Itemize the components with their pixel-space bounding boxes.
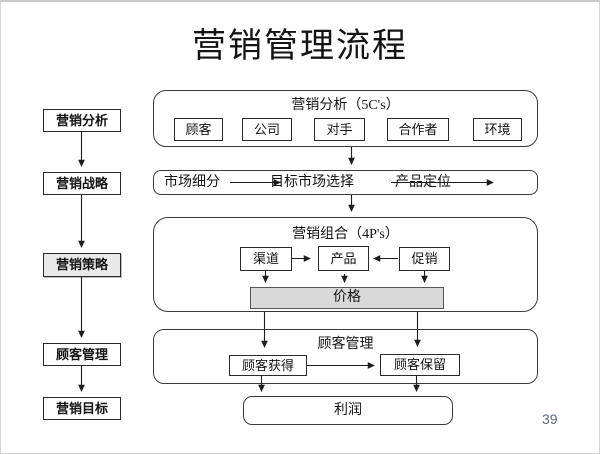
box-competitor: 对手	[314, 118, 365, 141]
box-customer-retention: 顾客保留	[380, 354, 460, 376]
flow-step-marketing-goals: 营销目标	[43, 397, 121, 420]
section-customer-management-title: 顾客管理	[317, 337, 374, 352]
box-promotion: 促销	[399, 247, 450, 271]
flow-step-marketing-tactics: 营销策略	[43, 253, 121, 277]
box-product: 产品	[318, 246, 369, 271]
section-marketing-analysis-title: 营销分析（5C's）	[291, 98, 400, 113]
flow-step-customer-management: 顾客管理	[43, 343, 121, 366]
box-place: 渠道	[240, 247, 292, 271]
section-customer-management: 顾客管理 顾客获得 顾客保留	[153, 329, 538, 384]
box-context: 环境	[473, 118, 522, 141]
price-bar: 价格	[250, 287, 444, 309]
label-market-segmentation: 市场细分	[164, 175, 220, 190]
box-collaborator: 合作者	[387, 118, 449, 141]
section-marketing-mix-title: 营销组合（4P's）	[292, 227, 399, 242]
profit-box: 利润	[243, 396, 453, 425]
box-customer: 顾客	[174, 118, 223, 141]
label-product-positioning: 产品定位	[395, 175, 451, 190]
box-customer-acquisition: 顾客获得	[229, 355, 307, 376]
slide-title: 营销管理流程	[192, 28, 408, 65]
flow-step-marketing-analysis: 营销分析	[43, 109, 121, 132]
flow-step-marketing-strategy: 营销战略	[43, 172, 121, 195]
section-stp: 市场细分 目标市场选择 产品定位	[153, 170, 538, 195]
box-company: 公司	[242, 118, 292, 141]
section-marketing-analysis: 营销分析（5C's） 顾客 公司 对手 合作者 环境	[153, 90, 538, 147]
label-target-market-selection: 目标市场选择	[270, 175, 354, 190]
section-marketing-mix: 营销组合（4P's） 渠道 产品 促销 价格	[153, 217, 538, 312]
page-number: 39	[542, 411, 558, 427]
